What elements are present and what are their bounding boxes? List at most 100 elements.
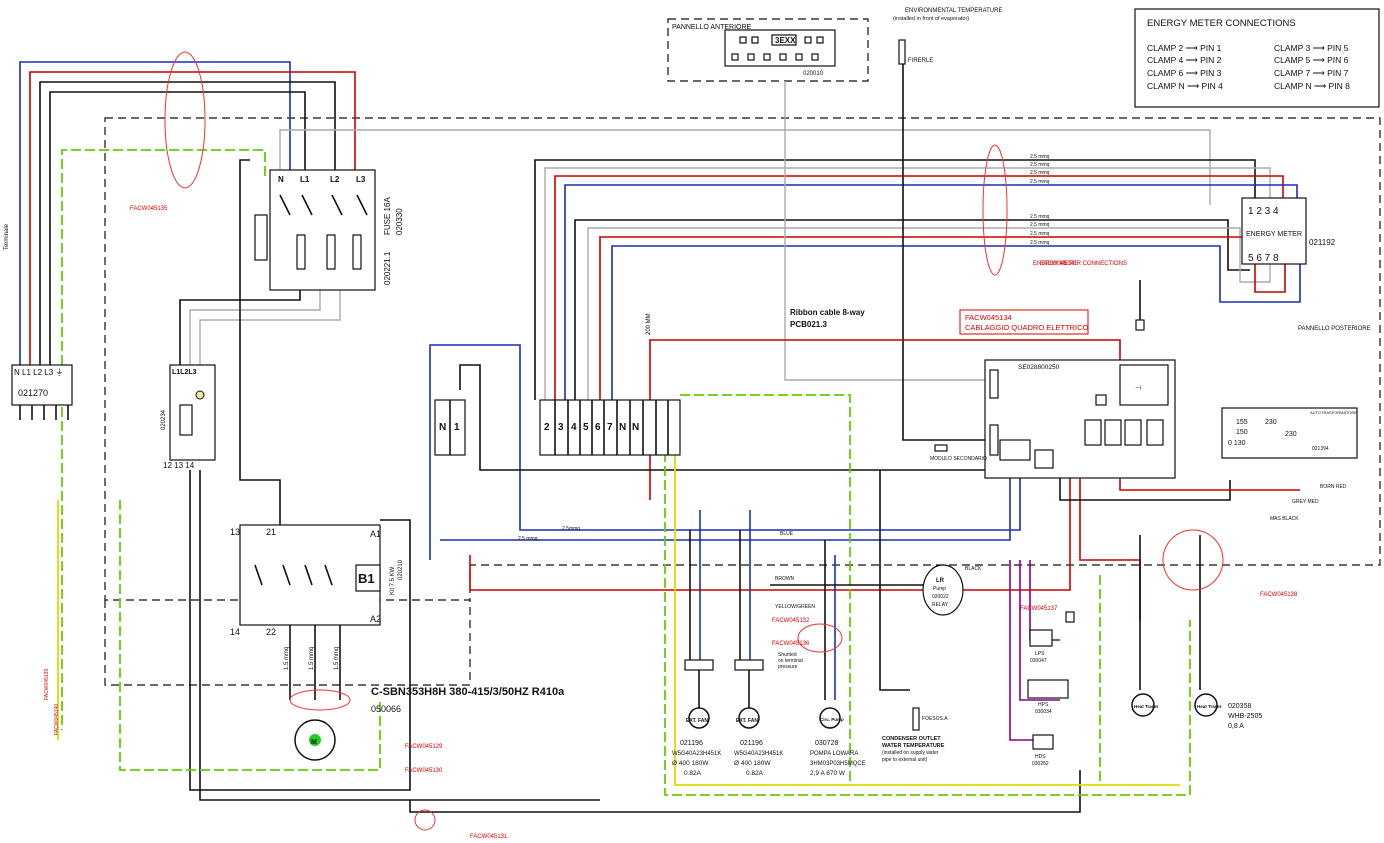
pump-model: POMPA LOWARA [810, 751, 858, 757]
pump-spec: 2,9 A 670 W [810, 770, 846, 777]
wire-fuse-out-3 [199, 290, 341, 365]
main-terminal-legs [19, 405, 69, 420]
wire-meter-5 [564, 184, 1298, 400]
wire-meter-9 [611, 245, 1301, 400]
tb-large-dividers [554, 400, 669, 455]
front-panel-label: PANNELLO ANTERIORE [672, 24, 752, 31]
heat-model: WHB-2505 [1228, 713, 1262, 720]
wire-ground-main [664, 410, 1191, 796]
board-connector [1135, 319, 1145, 331]
condenser-l4: pipe to external unit) [882, 757, 928, 763]
at-150: 150 [1236, 429, 1248, 436]
label-blue: BLUE [780, 531, 794, 537]
breaker-switch [179, 404, 193, 436]
ref-9: FACW045139 [44, 669, 50, 700]
hds-switch [1032, 734, 1054, 750]
ref-11: FACW045141 [1040, 261, 1078, 267]
fan2-code: 021196 [740, 740, 763, 747]
lr-l3: 020022 [932, 594, 949, 600]
svg-text:CLAMP N ⟶ PIN 8: CLAMP N ⟶ PIN 8 [1274, 81, 1350, 91]
svg-text:2.5 mmq: 2.5 mmq [1030, 179, 1050, 185]
wire-purple-1 [1009, 560, 1040, 741]
contactor-13: 13 [230, 527, 240, 537]
wire-black-bottom2 [189, 470, 411, 791]
heat2-label: Heat Tracer [1197, 704, 1222, 709]
at-230b: 230 [1285, 431, 1297, 438]
fuse-terminal-l1: L1 [300, 175, 310, 184]
board-relay-icon: ⊣ [1135, 385, 1141, 392]
wire-meter-2 [534, 159, 1256, 400]
heat-tracer-1 [1131, 693, 1155, 717]
cable-group-pump [797, 623, 843, 653]
display-text: 3EXX [775, 36, 796, 45]
fan1-spec1: Ø 400 180W [672, 760, 709, 767]
fuse-terminal-n: N [278, 175, 284, 184]
lr-l4: RELAY [932, 602, 949, 608]
tb-vlabel: 200 MM [646, 313, 652, 335]
lps-switch [1029, 629, 1053, 647]
at-155: 155 [1236, 419, 1248, 426]
at-code: 021394 [1312, 446, 1329, 452]
contactor-22: 22 [266, 627, 276, 637]
tb-5: 5 [583, 422, 589, 433]
rear-panel-label: PANNELLO POSTERIORE [1298, 326, 1371, 332]
ref-3: FACW045130 [405, 768, 443, 774]
wire-red-l3 [29, 71, 356, 365]
red-note-box [959, 309, 1089, 335]
hps-code: 030034 [1035, 709, 1052, 715]
fuse-terminal-l3: L3 [356, 175, 366, 184]
fan-1 [684, 659, 714, 729]
wire-black-bottom [199, 470, 600, 801]
board-relays-row [1084, 394, 1164, 446]
board-fuse [934, 444, 948, 452]
svg-text:pressure: pressure [778, 664, 798, 670]
cable-group-bottom [414, 809, 436, 831]
wire-black-loop [459, 364, 1000, 471]
env-temp-sub: (installed in front of evaporator) [893, 16, 969, 22]
em-cable-group [982, 144, 1008, 276]
board-sub: MODULO SECONDARIO [930, 456, 987, 462]
label-yg: YELLOW/GREEN [775, 604, 815, 610]
fan2-spec2: 0.82A [746, 770, 764, 777]
contactor-a1: A1 [370, 529, 381, 539]
hds-label: HDS [1035, 754, 1046, 760]
heat-relay [1065, 611, 1075, 623]
svg-text:CLAMP 6 ⟶ PIN 3: CLAMP 6 ⟶ PIN 3 [1147, 68, 1222, 78]
fan2-spec1: Ø 400 180W [734, 760, 771, 767]
svg-text:CLAMP 3 ⟶ PIN 5: CLAMP 3 ⟶ PIN 5 [1274, 43, 1349, 53]
wire-blue-n [19, 61, 291, 365]
wire-meter-7 [587, 227, 1271, 400]
contactor-21: 21 [266, 527, 276, 537]
board-code: SE028800250 [1018, 364, 1060, 371]
at-wire-grey: GREY MED [1292, 499, 1319, 505]
wire-ground-compressor [119, 500, 381, 771]
svg-text:2.5 mmq: 2.5 mmq [1030, 240, 1050, 246]
lr-l1: LR [936, 578, 945, 584]
tb-6: 6 [595, 422, 601, 433]
breaker-bottom: 12 13 14 [163, 461, 195, 470]
em-label: ENERGY METER [1246, 231, 1302, 238]
fan1-label: EXT. FAN [686, 718, 708, 724]
condenser-l3: (installed on supply water [882, 750, 939, 756]
wire-ground-top [61, 149, 266, 365]
wire-blue-loop [429, 344, 1021, 560]
svg-text:2.5 mmq: 2.5 mmq [1030, 162, 1050, 168]
svg-text:CLAMP N ⟶ PIN 4: CLAMP N ⟶ PIN 4 [1147, 81, 1223, 91]
at-0-130: 0 130 [1228, 440, 1246, 447]
label-mm2: 2.5mmq [562, 526, 580, 532]
breaker-top: L1L2L3 [172, 369, 197, 376]
main-terminal-block [11, 364, 73, 406]
main-terminal-side: Terminale [4, 223, 10, 250]
tb-small-n: N [439, 422, 446, 433]
condenser-probe [912, 707, 920, 731]
ref-2: FACW045129 [405, 744, 443, 750]
em-code: 021192 [1309, 238, 1336, 247]
wire-meter-8 [599, 236, 1286, 400]
board-ribbon-socket [989, 369, 999, 399]
board-relay [1119, 364, 1169, 406]
fan1-code: 021196 [680, 740, 703, 747]
contactor-code: 020210 [398, 559, 404, 580]
compressor-wires [289, 625, 341, 700]
wire-red-lower [469, 470, 1071, 591]
